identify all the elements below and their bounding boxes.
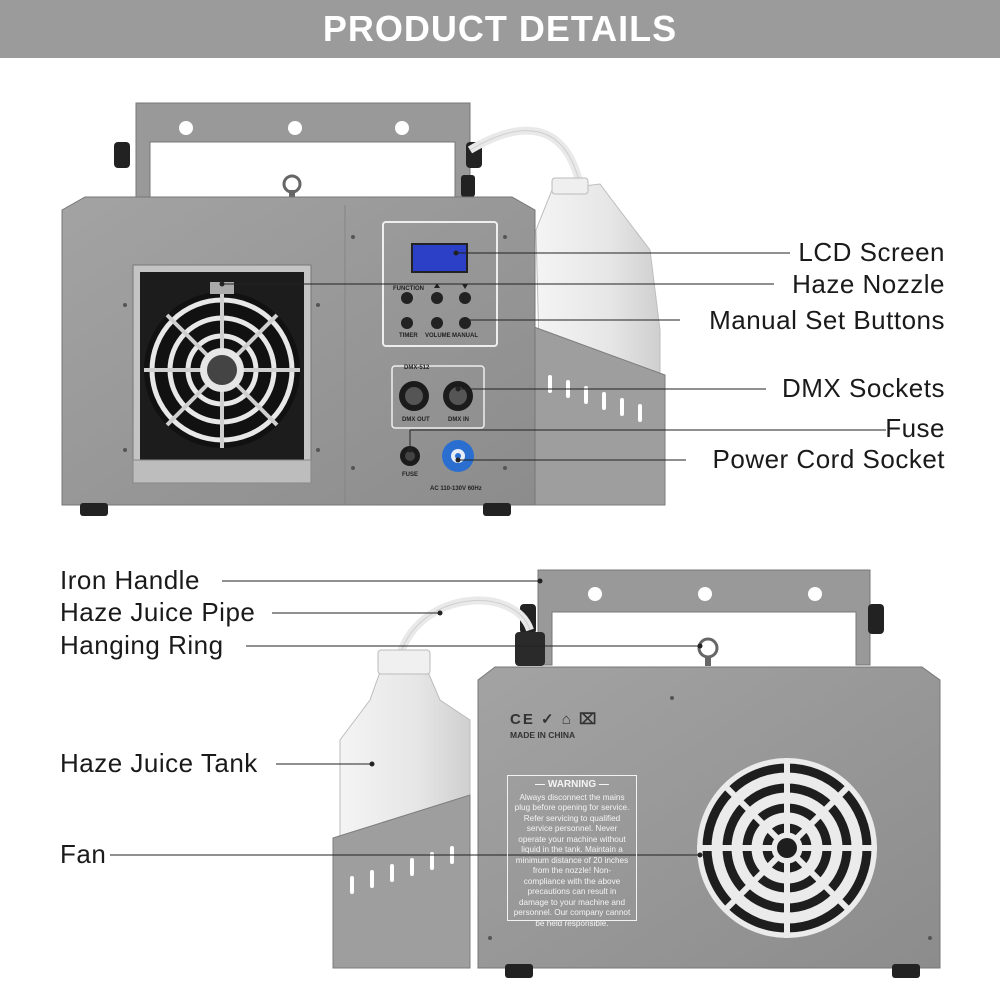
warning-text: Always disconnect the mains plug before … xyxy=(513,792,631,928)
page-title: PRODUCT DETAILS xyxy=(322,8,678,49)
certification-marks: CE ✓ ⌂ ⌧ xyxy=(510,711,599,728)
dmx-out-label: DMX OUT xyxy=(402,417,430,423)
back-view xyxy=(110,569,941,978)
warning-label: — WARNING — Always disconnect the mains … xyxy=(507,775,637,928)
made-in-label: MADE IN CHINA xyxy=(510,730,576,740)
haze-juice-pipe-label: Haze Juice Pipe xyxy=(60,597,256,627)
volume-button xyxy=(431,317,443,329)
back-iron-handle xyxy=(537,569,871,666)
voltage-label: AC 110-130V 60Hz xyxy=(430,486,482,492)
lcd-screen xyxy=(411,243,468,273)
dmx-512-label: DMX-512 xyxy=(404,365,430,371)
header-banner: PRODUCT DETAILS xyxy=(0,0,1000,58)
volume-label: VOLUME xyxy=(425,333,451,339)
fan-label: Fan xyxy=(60,839,107,869)
manual-set-buttons-label: Manual Set Buttons xyxy=(709,305,945,335)
lcd-screen-label: LCD Screen xyxy=(798,237,945,267)
manual-label: MANUAL xyxy=(452,333,478,339)
fuse-panel-label: FUSE xyxy=(402,472,419,478)
front-iron-handle xyxy=(135,102,471,198)
iron-handle-label: Iron Handle xyxy=(60,565,200,595)
function-button xyxy=(401,292,413,304)
back-fan-icon xyxy=(697,758,877,938)
dmx-in-label: DMX IN xyxy=(448,417,469,423)
timer-label: TIMER xyxy=(399,333,418,339)
hanging-ring-label: Hanging Ring xyxy=(60,630,224,660)
haze-juice-tank-label: Haze Juice Tank xyxy=(60,748,258,778)
fuse-label: Fuse xyxy=(885,413,945,443)
timer-button xyxy=(401,317,413,329)
power-cord-socket-label: Power Cord Socket xyxy=(712,444,945,474)
down-button xyxy=(459,292,471,304)
haze-nozzle-label: Haze Nozzle xyxy=(792,269,945,299)
up-button xyxy=(431,292,443,304)
dmx-sockets-label: DMX Sockets xyxy=(782,373,945,403)
warning-title: — WARNING — xyxy=(535,779,609,790)
front-view xyxy=(61,102,886,516)
function-label: FUNCTION xyxy=(393,286,424,292)
